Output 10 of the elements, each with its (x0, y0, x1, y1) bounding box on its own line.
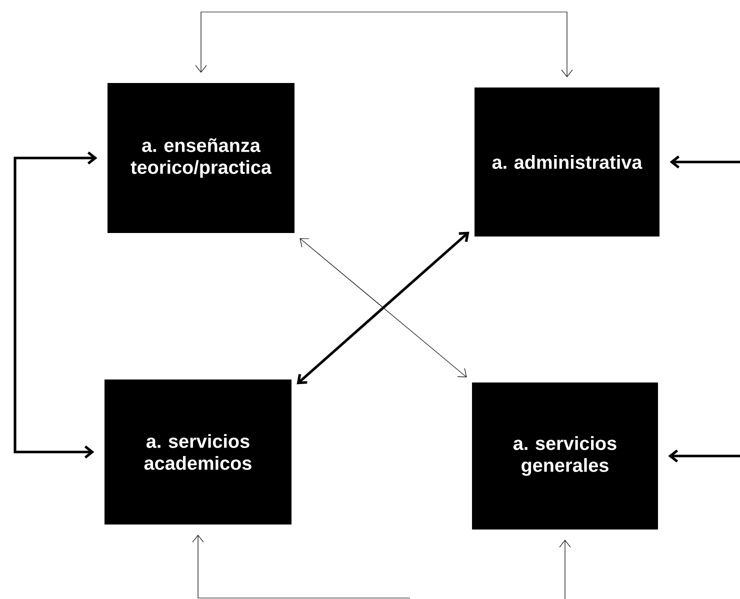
arrow (559, 540, 571, 599)
area-box: a. enseñanza teorico/practica (108, 83, 294, 233)
arrow (14, 152, 98, 458)
arrow (192, 534, 410, 598)
area-box: a. servicios generales (472, 382, 658, 530)
area-box: a. servicios academicos (104, 380, 292, 524)
arrow (668, 450, 740, 462)
area-box: a. administrativa (474, 88, 660, 236)
arrow (670, 156, 740, 168)
arrow (195, 12, 573, 78)
